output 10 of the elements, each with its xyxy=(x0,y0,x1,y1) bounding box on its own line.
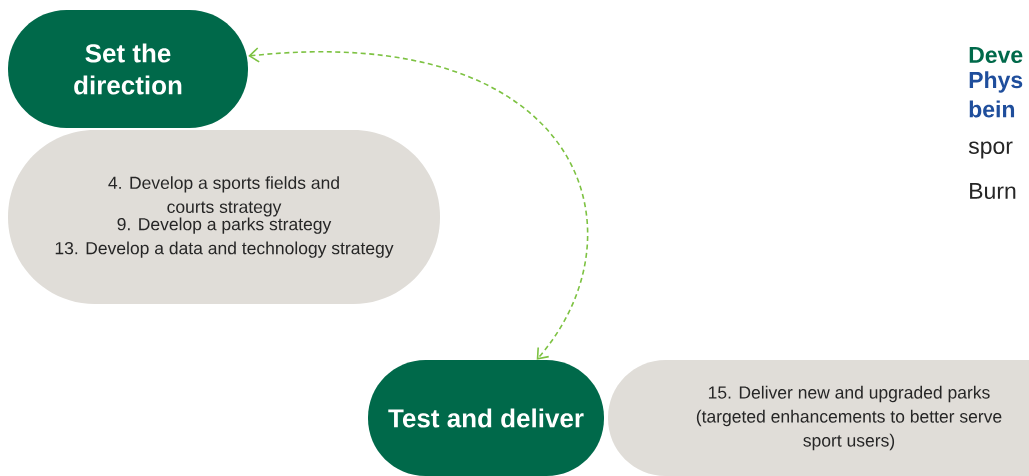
action-pill: 15. Deliver new and upgraded parks (targeted enhancements to better serve sport users) xyxy=(608,360,1029,476)
step-pill: Set the direction xyxy=(8,10,248,128)
step-pill: Test and deliver xyxy=(368,360,604,476)
cut-off-text: bein xyxy=(969,100,1015,118)
cut-off-text: Phys xyxy=(969,71,1023,93)
curved-arrow xyxy=(248,47,588,360)
cut-off-text: Deve xyxy=(969,46,1023,63)
cut-off-text: Burn xyxy=(970,182,1016,199)
action-pill: 4. Develop a sports fields and courts strategy 9. Develop a parks strategy 13. Develop a data and technology strategy xyxy=(8,130,440,304)
cut-off-text: spor xyxy=(968,141,1013,159)
